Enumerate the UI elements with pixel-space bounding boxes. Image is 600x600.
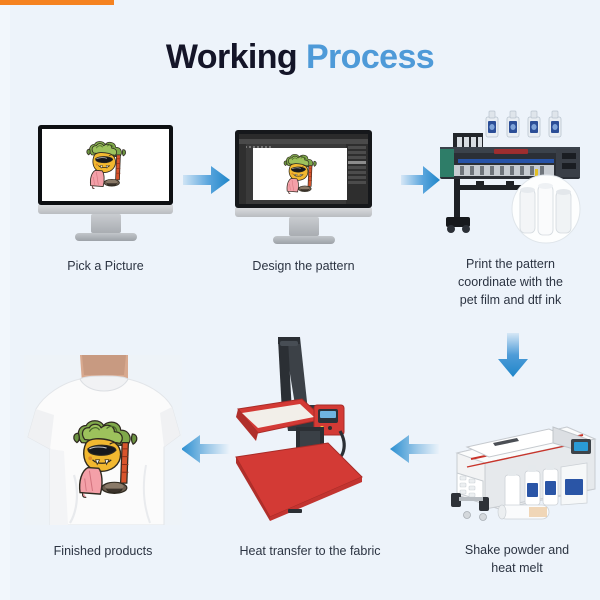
step-caption-design-the-pattern: Design the pattern	[252, 259, 355, 273]
ink-bottles-icon	[485, 110, 562, 138]
monitor-bezel	[235, 130, 372, 208]
step-shake-powder-and-heat-melt[interactable]	[437, 397, 597, 525]
caption-line-3: pet film and dtf ink	[459, 293, 562, 308]
desktop-monitor-icon	[38, 125, 173, 243]
monitor-bezel	[38, 125, 173, 205]
page-title-part-1: Working	[165, 38, 298, 76]
powder-bottles-icon	[504, 462, 588, 508]
software-canvas	[253, 148, 347, 200]
monitor-screen	[42, 129, 169, 201]
heat-press-icon	[235, 337, 363, 521]
design-software-monitor-icon	[235, 130, 372, 248]
infographic-canvas: Working Process	[0, 5, 600, 600]
step-design-the-pattern[interactable]	[235, 130, 372, 248]
monitor-stand-neck	[288, 217, 319, 236]
arrow-left-5	[180, 433, 230, 465]
monitor-chin	[38, 205, 173, 214]
arrow-right-1	[183, 165, 231, 195]
caption-line-2: coordinate with the	[458, 275, 563, 290]
monitor-stand-base	[272, 236, 335, 244]
pet-film-rolls-inset	[511, 174, 581, 244]
page-load-bar-track	[0, 0, 600, 5]
artwork-preview	[86, 140, 127, 190]
monitor-chin	[235, 208, 372, 217]
step-print-the-pattern[interactable]	[428, 109, 593, 244]
monitor-screen	[239, 134, 368, 204]
arrow-left-4	[389, 433, 439, 465]
dtf-printer-icon	[440, 110, 581, 244]
step-caption-shake-powder: Shake powder and heat melt	[437, 541, 597, 577]
step-heat-transfer-to-the-fabric[interactable]	[228, 327, 393, 522]
arrow-right-2	[401, 165, 441, 195]
step-finished-products[interactable]	[24, 355, 182, 525]
step-pick-a-picture[interactable]	[38, 125, 173, 243]
powder-shaker-machine-icon	[451, 426, 597, 521]
printed-tshirt-icon	[24, 355, 182, 525]
page-title-part-2: Process	[305, 38, 435, 76]
caption-line-2: heat melt	[491, 561, 543, 576]
step-caption-heat-transfer: Heat transfer to the fabric	[239, 544, 381, 558]
design-software-window	[239, 134, 368, 204]
monitor-stand-neck	[90, 214, 121, 233]
software-panels	[346, 144, 368, 204]
arrow-down-3	[497, 333, 529, 378]
caption-line-1: Shake powder and	[464, 543, 570, 557]
step-caption-pick-a-picture: Pick a Picture	[67, 259, 144, 273]
step-caption-finished-products: Finished products	[53, 544, 153, 558]
page-title: Working Process	[0, 38, 600, 77]
artwork-preview	[283, 153, 317, 195]
caption-line-1: Print the pattern	[466, 257, 555, 271]
monitor-stand-base	[74, 233, 137, 241]
step-caption-print-the-pattern: Print the pattern coordinate with the pe…	[428, 255, 593, 309]
software-toolbar	[239, 144, 246, 204]
software-options-bar	[239, 139, 368, 144]
page-load-bar-fill	[0, 0, 114, 5]
